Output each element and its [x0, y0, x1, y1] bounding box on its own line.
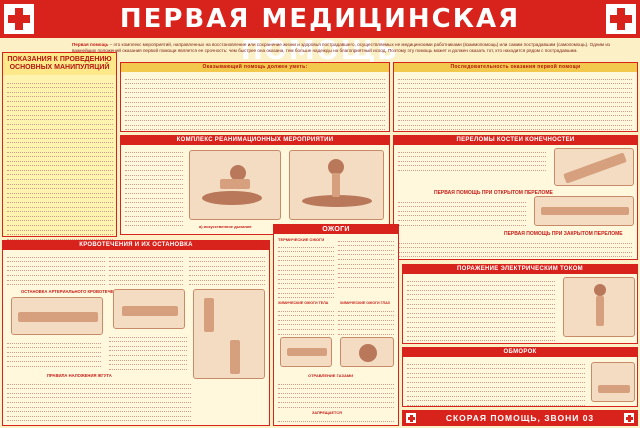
header-bar: ПЕРВАЯ МЕДИЦИНСКАЯ ПОМОЩЬ — [0, 0, 640, 66]
fractures-title: ПЕРЕЛОМЫ КОСТЕЙ КОНЕЧНОСТЕЙ — [394, 136, 637, 145]
emergency-call-banner: СКОРАЯ ПОМОЩЬ, ЗВОНИ 03 — [402, 410, 638, 426]
venous-text — [109, 333, 189, 370]
forbidden-text — [278, 417, 396, 425]
bandage-illustration — [193, 289, 265, 379]
gas-poisoning-title: ОТРАВЛЕНИЕ ГАЗАМИ — [308, 373, 354, 378]
must-do-title: Оказывающий помощь должен уметь: — [121, 63, 389, 72]
page-title: ПЕРВАЯ МЕДИЦИНСКАЯ ПОМОЩЬ — [119, 4, 521, 66]
indications-text — [7, 79, 115, 240]
arterial-stop-title: ОСТАНОВКА АРТЕРИАЛЬНОГО КРОВОТЕЧЕНИЯ — [21, 289, 123, 294]
eye-wash-illustration — [280, 337, 332, 367]
fainting-title: ОБМОРОК — [403, 348, 637, 357]
chemical-eye-title: ХИМИЧЕСКИЕ ОЖОГИ ГЛАЗ — [340, 301, 390, 305]
hand-pressure-illustration — [113, 289, 185, 329]
reanimation-text — [125, 148, 185, 227]
indications-title: ПОКАЗАНИЯ К ПРОВЕДЕНИЮ ОСНОВНЫХ МАНИПУЛЯ… — [3, 53, 116, 75]
forbidden-title: ЗАПРЕЩАЕТСЯ — [312, 411, 342, 415]
chemical-skin-text — [278, 307, 336, 335]
fainting-panel: ОБМОРОК — [402, 347, 638, 407]
sequence-text — [398, 75, 634, 131]
thermal-burns-title: ТЕРМИЧЕСКИЕ ОЖОГИ — [278, 237, 325, 242]
arm-tourniquet-illustration — [11, 297, 103, 335]
leg-fracture-illustration — [554, 148, 634, 186]
gas-poisoning-text — [278, 380, 396, 408]
must-do-panel: Оказывающий помощь должен уметь: — [120, 62, 390, 132]
bleeding-title: КРОВОТЕЧЕНИЯ И ИХ ОСТАНОВКА — [3, 241, 269, 250]
burns-panel: ОЖОГИ ТЕРМИЧЕСКИЕ ОЖОГИ ХИМИЧЕСКИЕ ОЖОГИ… — [273, 224, 399, 426]
intro-text: Первая помощь – это комплекс мероприятий… — [72, 42, 632, 54]
red-cross-icon — [606, 4, 636, 34]
indications-panel: ПОКАЗАНИЯ К ПРОВЕДЕНИЮ ОСНОВНЫХ МАНИПУЛЯ… — [2, 52, 117, 240]
electric-title: ПОРАЖЕНИЕ ЭЛЕКТРИЧЕСКИМ ТОКОМ — [403, 265, 637, 274]
closed-fracture-title: ПЕРВАЯ ПОМОЩЬ ПРИ ЗАКРЫТОМ ПЕРЕЛОМЕ — [504, 231, 623, 237]
thermal-burns-text — [278, 243, 336, 299]
burn-degrees-text — [338, 237, 396, 288]
electric-panel: ПОРАЖЕНИЕ ЭЛЕКТРИЧЕСКИМ ТОКОМ — [402, 264, 638, 344]
reanimation-title: КОМПЛЕКС РЕАНИМАЦИОННЫХ МЕРОПРИЯТИЙ — [121, 136, 389, 145]
sequence-panel: Последовательность оказания первой помощ… — [393, 62, 638, 132]
heart-massage-illustration — [289, 150, 384, 220]
sequence-title: Последовательность оказания первой помощ… — [394, 63, 637, 72]
intro-body: – это комплекс мероприятий, направленных… — [72, 42, 611, 53]
tourniquet-rules-text — [7, 380, 193, 425]
fainting-text — [407, 360, 587, 406]
label-breathing: а) искусственное дыхание — [199, 224, 252, 229]
tourniquet-rules-title: ПРАВИЛА НАЛОЖЕНИЯ ЖГУТА — [47, 373, 112, 378]
face-illustration — [340, 337, 394, 367]
red-cross-icon — [4, 4, 34, 34]
red-cross-icon — [624, 413, 634, 423]
chemical-eye-text — [338, 307, 396, 335]
bleeding-panel: КРОВОТЕЧЕНИЯ И ИХ ОСТАНОВКА ОСТАНОВКА АР… — [2, 240, 270, 426]
open-fracture-title: ПЕРВАЯ ПОМОЩЬ ПРИ ОТКРЫТОМ ПЕРЕЛОМЕ — [434, 190, 553, 196]
bleeding-text-2 — [109, 253, 185, 286]
closed-fracture-text — [398, 239, 634, 258]
intro-lead: Первая помощь — [72, 42, 109, 47]
reanimation-panel: КОМПЛЕКС РЕАНИМАЦИОННЫХ МЕРОПРИЯТИЙ а) и… — [120, 135, 390, 235]
fractures-panel: ПЕРЕЛОМЫ КОСТЕЙ КОНЕЧНОСТЕЙ ПЕРВАЯ ПОМОЩ… — [393, 135, 638, 260]
open-fracture-text — [398, 198, 528, 226]
electric-text — [407, 277, 557, 342]
electric-rescue-illustration — [563, 277, 635, 337]
splint-illustration — [534, 196, 634, 226]
artificial-breathing-illustration — [189, 150, 281, 220]
burns-title: ОЖОГИ — [274, 225, 398, 234]
must-do-text — [125, 75, 387, 131]
emergency-call-text: СКОРАЯ ПОМОЩЬ, ЗВОНИ 03 — [445, 413, 595, 423]
arterial-text — [7, 339, 103, 367]
bleeding-text-1 — [7, 253, 107, 286]
bleeding-text-3 — [189, 253, 267, 286]
chemical-skin-title: ХИМИЧЕСКИЕ ОЖОГИ ТЕЛА — [278, 301, 329, 305]
fractures-text — [398, 148, 548, 171]
fainting-illustration — [591, 362, 635, 402]
red-cross-icon — [406, 413, 416, 423]
